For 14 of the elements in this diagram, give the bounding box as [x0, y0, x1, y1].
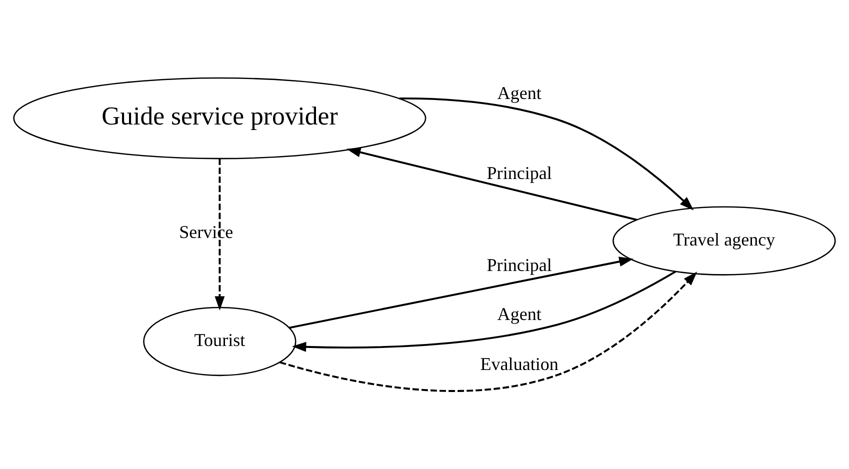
arrow — [289, 256, 634, 328]
edge-label: Service — [179, 221, 234, 242]
arrow — [346, 146, 637, 220]
edge-label: Agent — [497, 82, 542, 103]
arrow — [214, 158, 225, 310]
arrow — [292, 270, 676, 352]
edge-label: Evaluation — [480, 354, 558, 374]
edge-label: Agent — [497, 303, 542, 324]
node-ellipse: Travel agency — [612, 206, 836, 275]
node-ellipse: Tourist — [143, 306, 296, 376]
arrow — [399, 97, 694, 210]
edge-label: Principal — [486, 162, 552, 183]
arrow — [280, 271, 698, 392]
edge-label: Principal — [486, 254, 552, 274]
